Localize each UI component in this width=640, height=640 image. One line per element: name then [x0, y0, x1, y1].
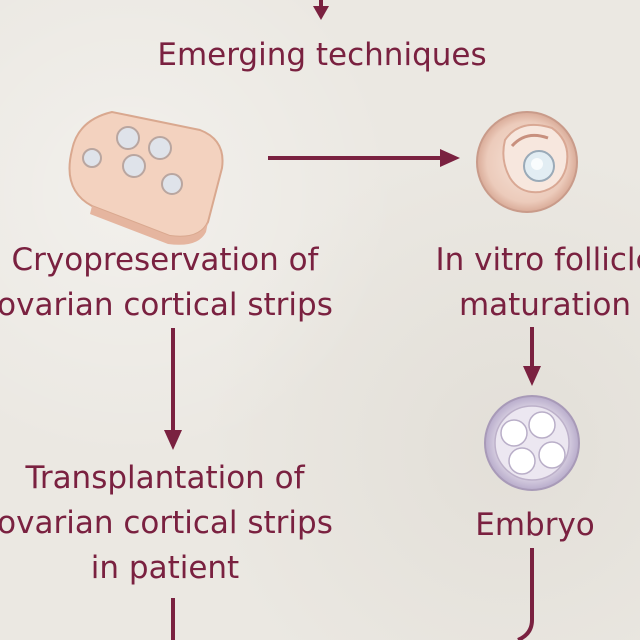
follicle-icon: [476, 111, 578, 213]
arrow-from-top: [313, 0, 329, 20]
label-line: ovarian cortical strips: [0, 505, 333, 541]
ovarian-tissue-strip-icon: [68, 110, 224, 245]
label-cryopreservation: Cryopreservation of ovarian cortical str…: [0, 238, 340, 328]
arrow-embryo-down: [517, 548, 534, 640]
label-in-vitro-maturation: In vitro follicle maturation: [415, 238, 640, 328]
label-transplantation: Transplantation of ovarian cortical stri…: [0, 456, 340, 591]
embryo-icon: [484, 395, 580, 491]
arrow-cryo-to-ivf: [268, 149, 460, 167]
label-line: Transplantation of: [25, 460, 305, 496]
label-embryo: Embryo: [450, 503, 620, 548]
label-line: maturation: [458, 287, 632, 323]
label-line: Embryo: [475, 507, 595, 543]
arrow-cryo-to-transplant: [164, 328, 182, 450]
heading-emerging-techniques: Emerging techniques: [157, 37, 487, 73]
arrow-ivf-to-embryo: [523, 327, 541, 386]
label-line: In vitro follicle: [435, 242, 640, 278]
label-line: ovarian cortical strips: [0, 287, 333, 323]
label-line: Cryopreservation of: [11, 242, 319, 278]
label-line: in patient: [90, 550, 240, 586]
